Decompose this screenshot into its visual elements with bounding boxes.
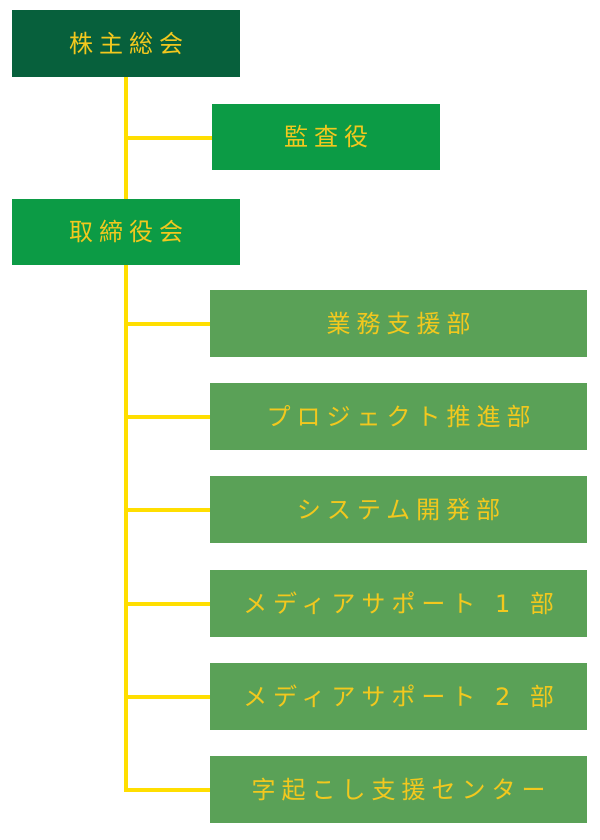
node-department-label: 業務支援部 bbox=[326, 309, 477, 338]
auditor-connector-line bbox=[126, 136, 212, 140]
node-department: システム開発部 bbox=[210, 476, 587, 543]
department-connector-line bbox=[126, 322, 210, 326]
node-department: メディアサポート 1 部 bbox=[210, 570, 587, 637]
node-department: 業務支援部 bbox=[210, 290, 587, 357]
node-board-of-directors-label: 取締役会 bbox=[69, 218, 189, 246]
node-auditor-label: 監査役 bbox=[284, 123, 374, 151]
node-department-label: メディアサポート 2 部 bbox=[243, 682, 560, 711]
department-connector-line bbox=[126, 508, 210, 512]
node-board-of-directors: 取締役会 bbox=[12, 199, 240, 265]
node-department-label: プロジェクト推進部 bbox=[266, 402, 537, 431]
node-auditor: 監査役 bbox=[212, 104, 440, 170]
department-connector-line bbox=[126, 695, 210, 699]
node-department: プロジェクト推進部 bbox=[210, 383, 587, 450]
node-department: メディアサポート 2 部 bbox=[210, 663, 587, 730]
node-shareholders-meeting-label: 株主総会 bbox=[69, 29, 189, 58]
node-department-label: メディアサポート 1 部 bbox=[243, 589, 560, 618]
node-department-label: 字起こし支援センター bbox=[251, 775, 552, 804]
node-shareholders-meeting: 株主総会 bbox=[12, 10, 240, 77]
department-connector-line bbox=[126, 602, 210, 606]
trunk-connector-line bbox=[124, 77, 128, 792]
node-department: 字起こし支援センター bbox=[210, 756, 587, 823]
department-connector-line bbox=[126, 415, 210, 419]
node-department-label: システム開発部 bbox=[296, 495, 507, 524]
department-connector-line bbox=[126, 788, 210, 792]
